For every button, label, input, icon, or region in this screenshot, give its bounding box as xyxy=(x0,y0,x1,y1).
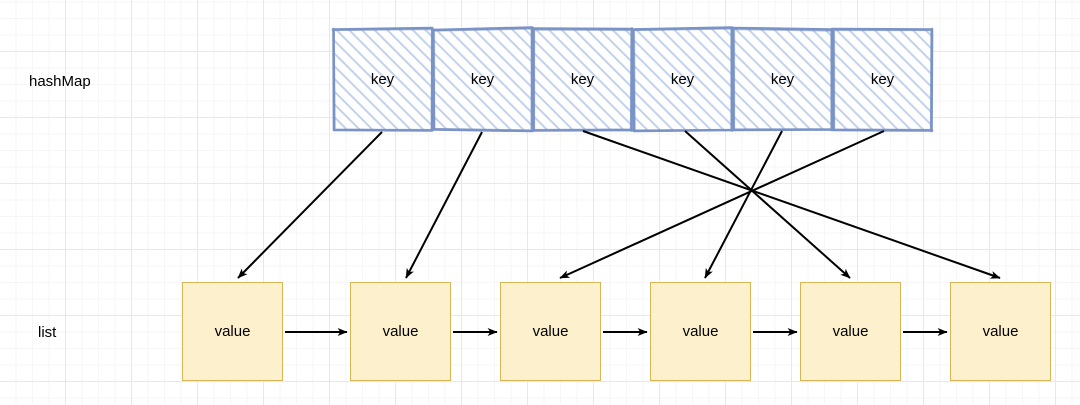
key-box[interactable]: key xyxy=(531,27,634,132)
key-box-label: key xyxy=(570,70,595,88)
mapping-arrow xyxy=(237,131,383,279)
key-box[interactable]: key xyxy=(631,26,734,133)
mapping-arrow xyxy=(582,130,1001,279)
key-box-label: key xyxy=(870,70,895,88)
value-box-label: value xyxy=(832,323,869,340)
mapping-arrow xyxy=(559,130,885,279)
value-box-label: value xyxy=(532,323,569,340)
key-box[interactable]: key xyxy=(731,26,834,132)
value-box-label: value xyxy=(682,323,719,340)
key-box-sketch-shape xyxy=(331,26,434,132)
mapping-arrow xyxy=(684,130,851,279)
key-box-label: key xyxy=(770,70,795,88)
key-box-label: key xyxy=(370,70,395,88)
value-box-label: value xyxy=(382,323,419,340)
value-box[interactable]: value xyxy=(650,282,751,381)
value-box[interactable]: value xyxy=(182,282,283,381)
mapping-arrow xyxy=(405,131,483,279)
key-box-label: key xyxy=(470,70,495,88)
key-box-sketch-shape xyxy=(731,26,834,132)
value-box-label: value xyxy=(214,323,251,340)
value-box[interactable]: value xyxy=(800,282,901,381)
mapping-arrow xyxy=(704,130,783,279)
key-box-sketch-shape xyxy=(431,26,534,133)
key-box[interactable]: key xyxy=(331,26,434,132)
value-box[interactable]: value xyxy=(950,282,1051,381)
key-box-label: key xyxy=(670,70,695,88)
key-box[interactable]: key xyxy=(431,26,534,133)
key-box-sketch-shape xyxy=(531,27,634,132)
key-box[interactable]: key xyxy=(831,27,934,133)
list-row-label: list xyxy=(38,324,57,341)
key-box-sketch-shape xyxy=(631,26,734,133)
value-box[interactable]: value xyxy=(500,282,601,381)
hashmap-row-label: hashMap xyxy=(29,73,91,90)
value-box[interactable]: value xyxy=(350,282,451,381)
key-box-sketch-shape xyxy=(831,27,934,133)
value-box-label: value xyxy=(982,323,1019,340)
